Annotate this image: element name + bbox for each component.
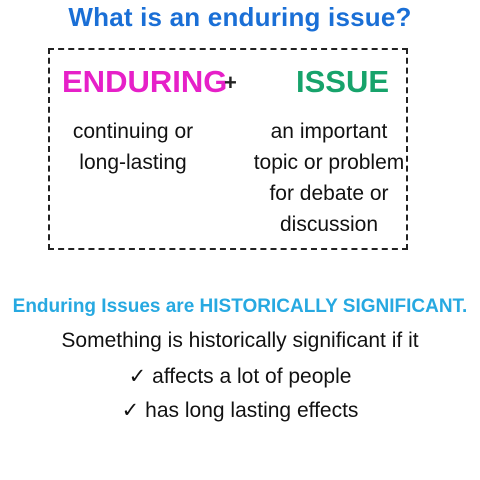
criterion-item: ✓has long lasting effects: [0, 398, 480, 423]
criterion-item: ✓affects a lot of people: [0, 364, 480, 389]
significance-intro: Something is historically significant if…: [61, 329, 419, 352]
criterion-text: has long lasting effects: [145, 399, 359, 422]
term-enduring: ENDURING: [62, 64, 228, 99]
enduring-definition: continuing or long-lasting: [56, 116, 210, 178]
issue-definition-line: topic or problem: [253, 151, 405, 174]
issue-definition: an important topic or problem for debate…: [246, 116, 412, 240]
definition-box: [48, 48, 408, 250]
plus-sign: +: [224, 70, 237, 95]
issue-definition-line: discussion: [279, 213, 379, 236]
issue-definition-line: an important: [270, 120, 388, 143]
issue-definition-line: for debate or: [269, 182, 389, 205]
page-title: What is an enduring issue?: [68, 2, 412, 32]
checkmark-icon: ✓: [121, 399, 140, 422]
checkmark-icon: ✓: [128, 365, 147, 388]
term-issue: ISSUE: [296, 64, 390, 99]
significance-heading: Enduring Issues are HISTORICALLY SIGNIFI…: [12, 296, 468, 317]
enduring-definition-line: continuing or: [72, 120, 194, 143]
enduring-definition-line: long-lasting: [79, 151, 187, 174]
criterion-text: affects a lot of people: [152, 365, 352, 388]
